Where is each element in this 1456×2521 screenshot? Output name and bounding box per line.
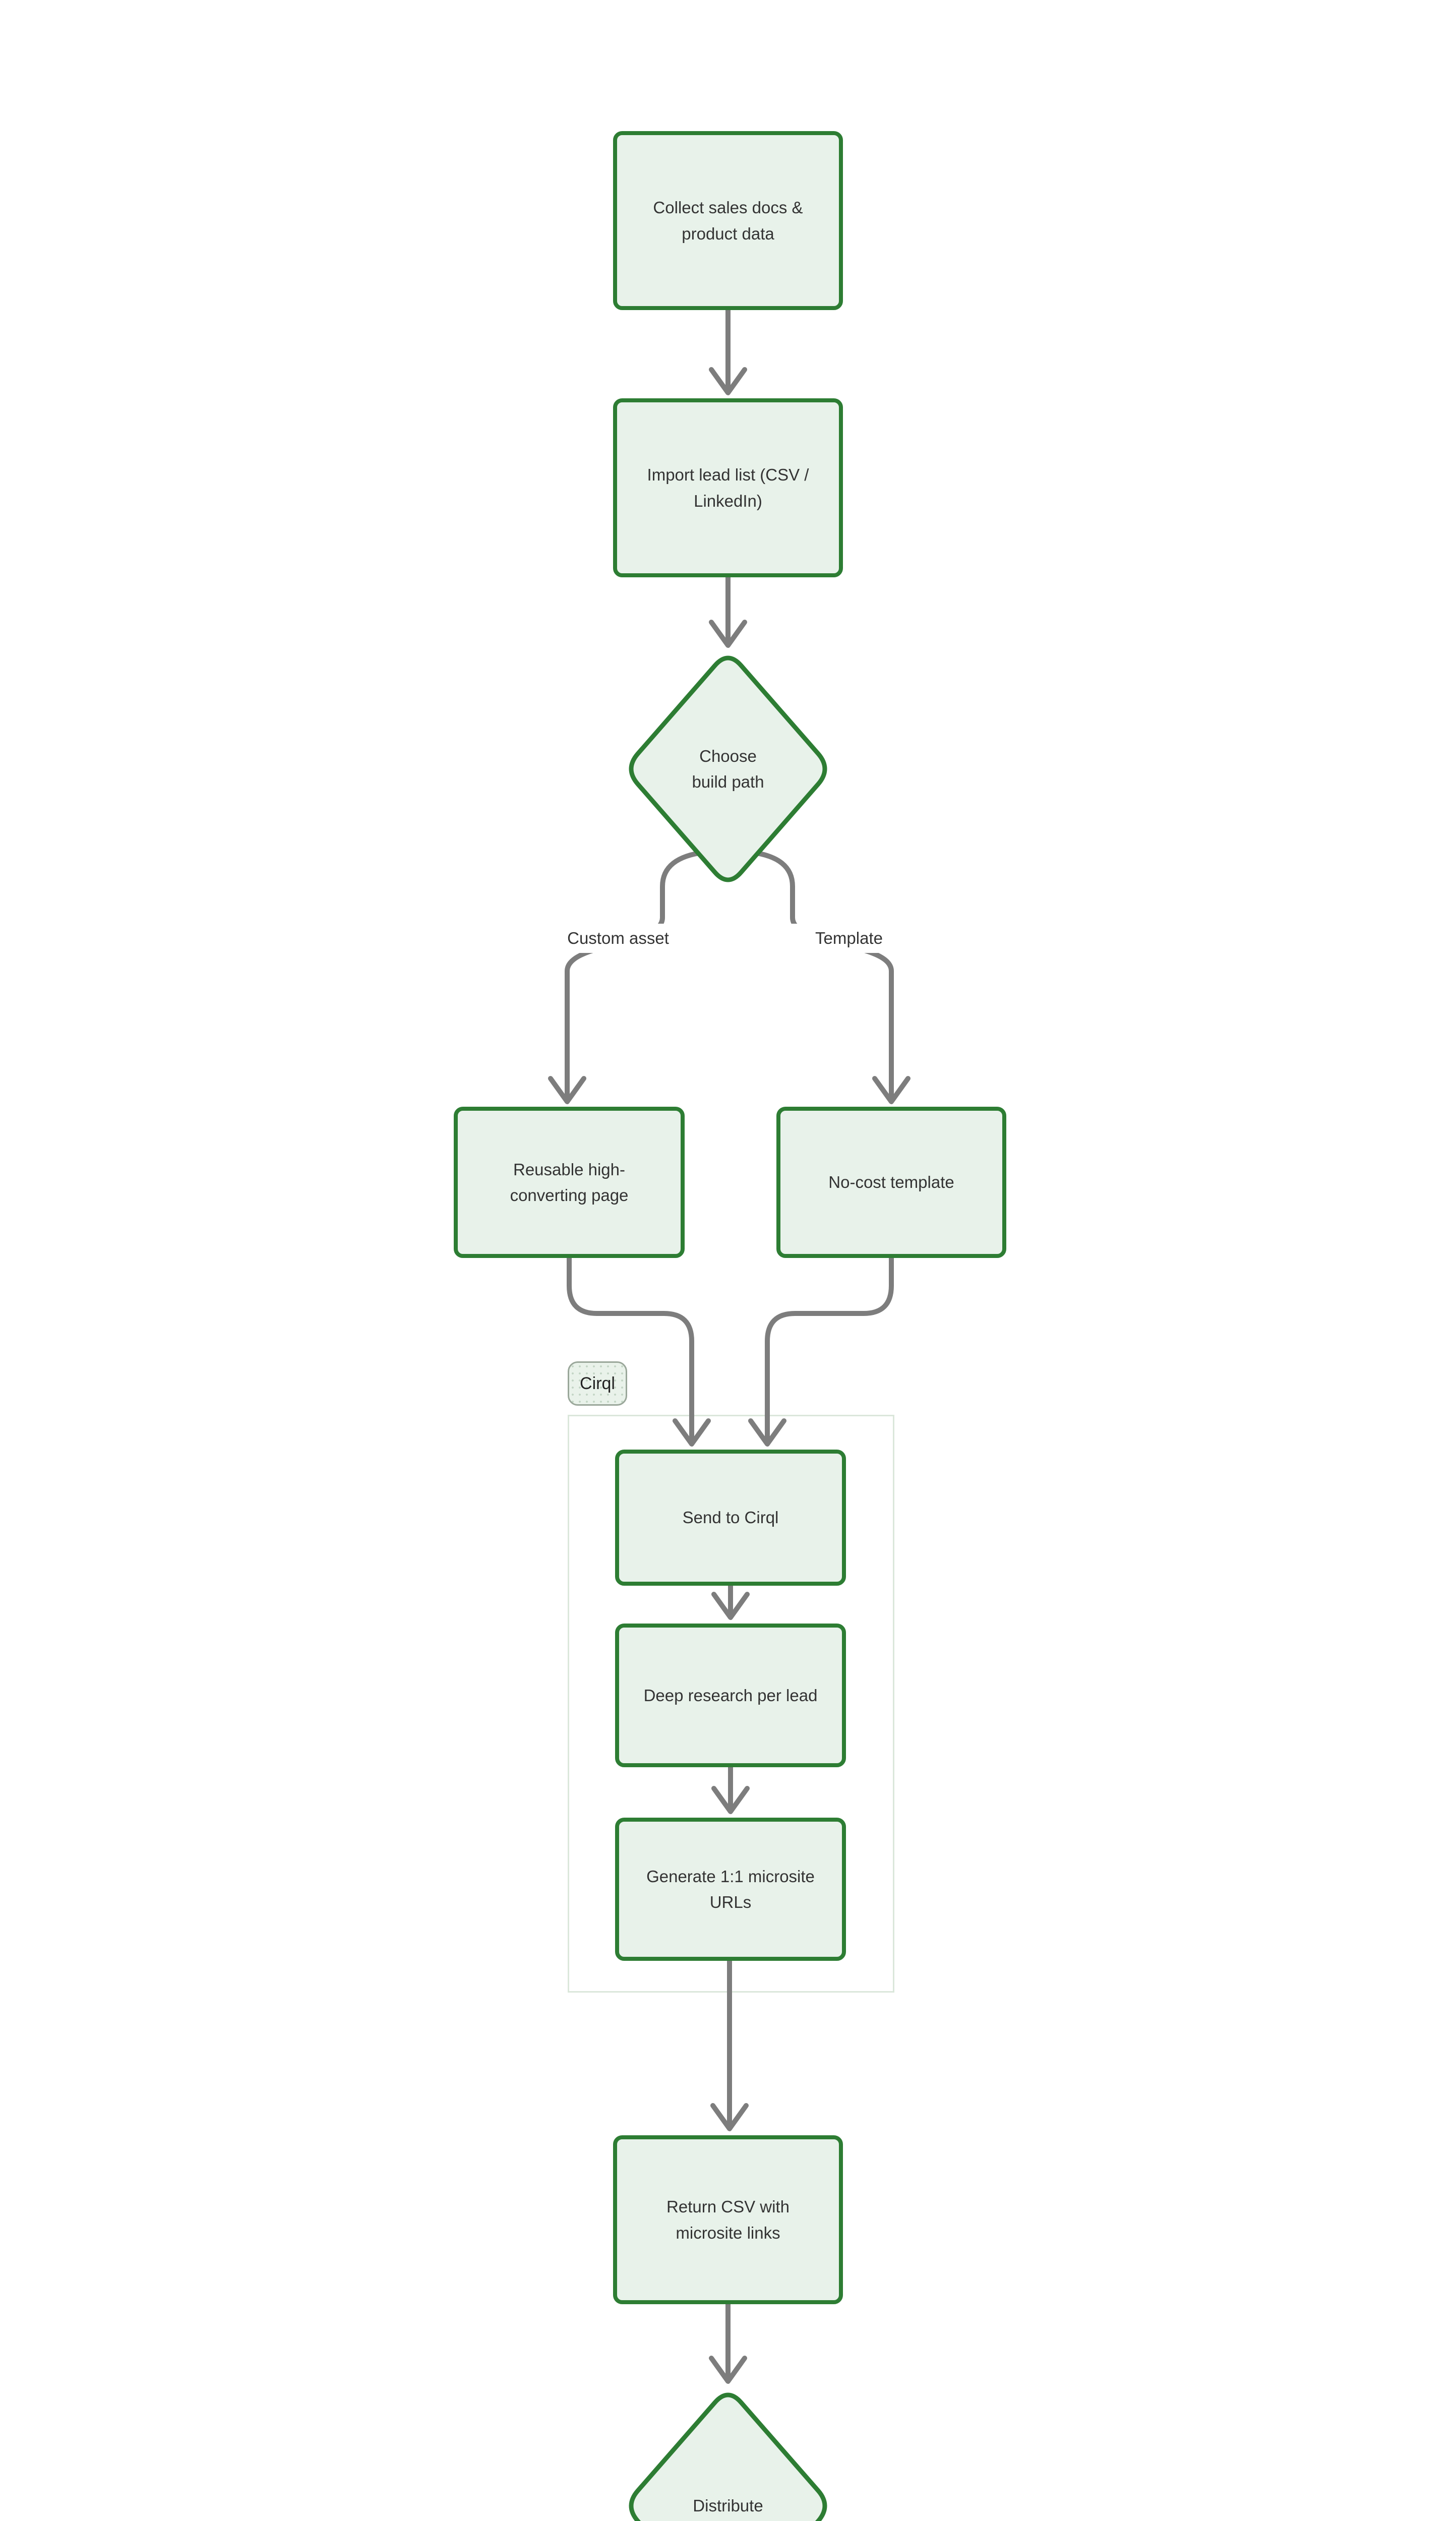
node-no-cost-template: No-cost template [776, 1107, 1006, 1258]
edge-choose-to-nocost [748, 850, 894, 1103]
arrowhead-into-send-left [673, 1418, 711, 1447]
node-reusable-high-converting-page: Reusable high- converting page [454, 1107, 685, 1258]
cirql-subgraph-label-text: Cirql [580, 1373, 615, 1393]
node-choose-build-path-label: Choose build path [692, 746, 764, 791]
edge-label-template-text: Template [815, 929, 883, 947]
edge-label-custom-asset: Custom asset [536, 924, 700, 953]
edge-reusable-to-send [567, 1255, 694, 1446]
node-collect-sales-docs: Collect sales docs & product data [613, 131, 843, 310]
node-deep-research-per-lead: Deep research per lead [615, 1624, 846, 1767]
arrowhead-into-nocost [872, 1076, 911, 1104]
arrowhead-into-send-right [748, 1418, 786, 1447]
arrowhead-into-distribute [709, 2356, 747, 2384]
edge-label-template: Template [790, 924, 908, 953]
node-send-to-cirql: Send to Cirql [615, 1450, 846, 1586]
arrowhead-into-return [710, 2103, 749, 2131]
node-return-csv-with-links: Return CSV with microsite links [613, 2135, 843, 2304]
arrowhead-into-reusable [548, 1076, 586, 1104]
cirql-subgraph-label: Cirql [568, 1361, 627, 1406]
edge-nocost-to-send [765, 1255, 894, 1446]
arrowhead-into-import [709, 367, 747, 395]
node-import-lead-list: Import lead list (CSV / LinkedIn) [613, 398, 843, 577]
arrowhead-into-research [711, 1592, 750, 1620]
node-distribute-label: Distribute [693, 2496, 763, 2515]
node-choose-build-path-shape [629, 655, 827, 882]
arrowhead-into-choose [709, 620, 747, 648]
node-distribute-shape [629, 2392, 827, 2521]
edge-label-custom-asset-text: Custom asset [567, 929, 669, 947]
arrowhead-into-generate [711, 1786, 750, 1814]
edge-choose-to-reusable [565, 850, 708, 1103]
node-generate-microsite-urls: Generate 1:1 microsite URLs [615, 1818, 846, 1961]
